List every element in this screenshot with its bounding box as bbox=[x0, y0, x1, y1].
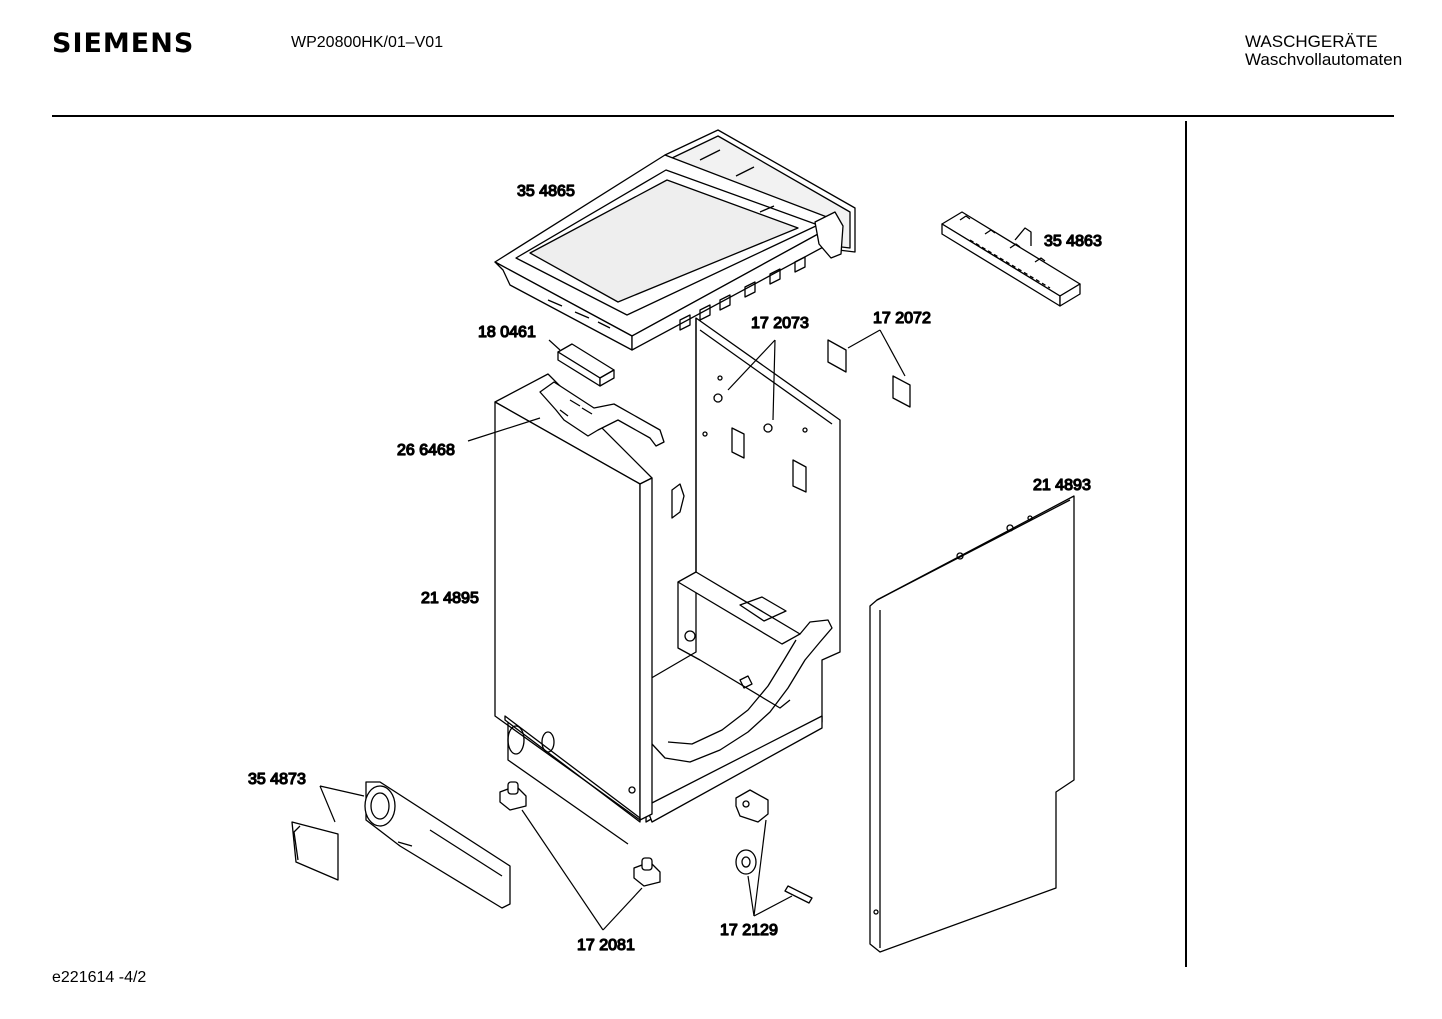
top-bracket-part-drawing bbox=[539, 381, 665, 447]
insulation-plate-2-drawing bbox=[892, 375, 911, 408]
top-frame-part-drawing bbox=[494, 129, 856, 351]
part-label: 17 2081 bbox=[577, 937, 635, 954]
side-panel-part-drawing bbox=[869, 495, 1075, 953]
part-labels: 35 4865 35 4863 18 0461 17 2073 17 2072 … bbox=[247, 182, 1102, 954]
part-label: 17 2129 bbox=[720, 922, 778, 939]
part-label: 17 2073 bbox=[751, 315, 809, 332]
category-subtitle: Waschvollautomaten bbox=[1245, 50, 1403, 69]
connector-part-drawing bbox=[557, 343, 615, 387]
foot-2-drawing bbox=[633, 857, 661, 887]
part-label: 17 2072 bbox=[873, 310, 931, 327]
part-label: 21 4895 bbox=[421, 590, 479, 607]
part-label: 21 4893 bbox=[1033, 477, 1091, 494]
detergent-drawer-part-drawing bbox=[291, 781, 511, 909]
front-panel-part-drawing bbox=[494, 373, 653, 845]
drawing-code: e221614 -4/2 bbox=[52, 969, 147, 986]
part-label: 35 4873 bbox=[248, 771, 306, 788]
hinge-pin-drawing bbox=[784, 885, 813, 904]
hinge-bushing-drawing bbox=[735, 849, 757, 875]
cabinet-frame-part-drawing bbox=[645, 317, 841, 823]
brand-logo: SIEMENS bbox=[52, 28, 195, 59]
insulation-plate-1-drawing bbox=[827, 339, 847, 373]
category-title: WASCHGERÄTE bbox=[1245, 32, 1378, 51]
part-label: 35 4863 bbox=[1044, 233, 1102, 250]
foot-1-drawing bbox=[499, 781, 527, 811]
control-bracket-part-drawing bbox=[941, 211, 1081, 307]
leader-lines bbox=[319, 329, 906, 931]
hinge-part-drawing bbox=[735, 789, 769, 823]
part-label: 26 6468 bbox=[397, 442, 455, 459]
model-number: WP20800HK/01–V01 bbox=[291, 34, 444, 51]
part-label: 18 0461 bbox=[478, 324, 536, 341]
part-label: 35 4865 bbox=[517, 183, 575, 200]
